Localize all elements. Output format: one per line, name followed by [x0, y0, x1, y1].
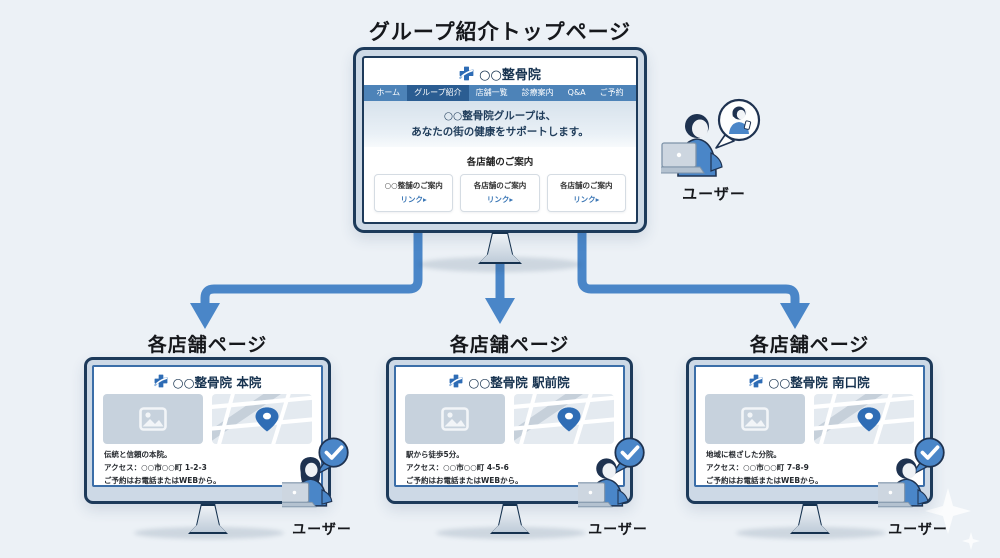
store-card-2-link[interactable]: リンク▸: [486, 195, 514, 204]
photo-placeholder: [405, 394, 505, 444]
photo-placeholder: [705, 394, 805, 444]
branch-1-monitor: ○○整骨院 本院 伝統と信頼の本院。 アクセス：○○市○○町 1-2-3 ご予約…: [84, 357, 331, 504]
branch-3-screen: ○○整骨院 南口院 地域に根ざした分院。 アクセス：○○市○○町 7-8-9 ご…: [694, 365, 925, 487]
branch-1-screen: ○○整骨院 本院 伝統と信頼の本院。 アクセス：○○市○○町 1-2-3 ご予約…: [92, 365, 323, 487]
branch-2-panels: [396, 393, 623, 444]
branch-1-panels: [94, 393, 321, 444]
nav-item-store-list[interactable]: 店舗一覧: [475, 88, 508, 97]
branch-1-site-header: ○○整骨院 本院: [94, 367, 321, 393]
page-title: グループ紹介トップページ: [368, 20, 632, 44]
branch-2-user: ユーザー: [567, 432, 658, 539]
store-card-3-title: 各店舗のご案内: [560, 181, 613, 190]
store-card-1: ○○整舗のご案内 リンク▸: [374, 174, 454, 212]
picture-icon: [441, 407, 469, 431]
branch-3-monitor-stand: [790, 504, 830, 534]
branch-3-user-label: ユーザー: [888, 522, 948, 538]
hero-line-2: あなたの街の健康をサポートします。: [411, 126, 589, 138]
clinic-logo-icon: [153, 374, 168, 388]
hero-banner: ○○整骨院グループは、 あなたの街の健康をサポートします。: [364, 101, 636, 147]
photo-placeholder: [103, 394, 203, 444]
top-monitor: ○○整骨院 ホーム グループ紹介 店舗一覧 診療案内 Q&A ご予約 ○○整骨院…: [353, 47, 647, 233]
nav-item-medical-info[interactable]: 診療案内: [521, 88, 554, 97]
branch-2-desc: 駅から徒歩5分。: [406, 450, 464, 459]
branch-2-reserve: ご予約はお電話またはWEBから。: [406, 475, 523, 485]
branch-2-info: 駅から徒歩5分。 アクセス：○○市○○町 4-5-6 ご予約はお電話またはWEB…: [396, 444, 623, 485]
picture-icon: [741, 407, 769, 431]
branch-1-heading: 各店舗ページ: [147, 334, 268, 356]
clinic-logo-icon: [449, 374, 464, 388]
top-monitor-stand: [478, 232, 522, 264]
branch-3-reserve: ご予約はお電話またはWEBから。: [706, 475, 823, 485]
branch-1-reserve: ご予約はお電話またはWEBから。: [104, 475, 221, 485]
branch-3-site-header: ○○整骨院 南口院: [696, 367, 923, 393]
clinic-logo-icon: [459, 65, 474, 81]
branch-3-site-name: ○○整骨院 南口院: [768, 374, 870, 390]
person-at-laptop-icon: [653, 98, 761, 177]
branch-3-access: アクセス：○○市○○町 7-8-9: [706, 462, 809, 472]
nav-item-home[interactable]: ホーム: [376, 88, 401, 97]
top-site-screen: ○○整骨院 ホーム グループ紹介 店舗一覧 診療案内 Q&A ご予約 ○○整骨院…: [362, 56, 638, 224]
branch-2-monitor: ○○整骨院 駅前院 駅から徒歩5分。 アクセス：○○市○○町 4-5-6 ご予約…: [386, 357, 633, 504]
branch-1-desc: 伝統と信頼の本院。: [104, 450, 172, 459]
branch-2-monitor-stand: [490, 504, 530, 534]
hero-line-1: ○○整骨院グループは、: [443, 109, 557, 122]
branch-1-site-name: ○○整骨院 本院: [172, 374, 262, 390]
branch-1-info: 伝統と信頼の本院。 アクセス：○○市○○町 1-2-3 ご予約はお電話またはWE…: [94, 444, 321, 485]
picture-icon: [139, 407, 167, 431]
branch-1-user: ユーザー: [271, 432, 362, 539]
branch-1-user-label: ユーザー: [292, 522, 352, 538]
branch-1-monitor-stand: [188, 504, 228, 534]
sparkle-decoration: [962, 532, 980, 550]
branch-2-site-header: ○○整骨院 駅前院: [396, 367, 623, 393]
branch-2-screen: ○○整骨院 駅前院 駅から徒歩5分。 アクセス：○○市○○町 4-5-6 ご予約…: [394, 365, 625, 487]
nav-item-group-intro[interactable]: グループ紹介: [407, 85, 469, 101]
branch-1-access: アクセス：○○市○○町 1-2-3: [104, 462, 207, 472]
stores-section-title: 各店舗のご案内: [466, 157, 534, 168]
store-card-3: 各店舗のご案内 リンク▸: [546, 174, 626, 212]
branch-3-heading: 各店舗ページ: [749, 334, 870, 356]
branch-2-heading: 各店舗ページ: [449, 334, 570, 356]
branch-3-panels: [696, 393, 923, 444]
branch-3-monitor: ○○整骨院 南口院 地域に根ざした分院。 アクセス：○○市○○町 7-8-9 ご…: [686, 357, 933, 504]
person-at-laptop-icon: [271, 436, 350, 509]
top-user: ユーザー: [653, 96, 768, 204]
person-at-laptop-icon: [567, 436, 646, 509]
store-card-2: 各店舗のご案内 リンク▸: [460, 174, 540, 212]
person-at-laptop-icon: [867, 436, 946, 509]
store-card-1-link[interactable]: リンク▸: [400, 195, 427, 204]
smartphone-icon: [743, 120, 752, 130]
store-card-1-title: ○○整舗のご案内: [384, 181, 443, 190]
branch-2-access: アクセス：○○市○○町 4-5-6: [406, 462, 509, 472]
store-card-3-link[interactable]: リンク▸: [573, 195, 600, 204]
store-cards-row: ○○整舗のご案内 リンク▸ 各店舗のご案内 リンク▸ 各店舗のご案内 リンク▸: [364, 168, 636, 212]
branch-3-user: ユーザー: [867, 432, 958, 539]
top-user-label: ユーザー: [682, 185, 746, 203]
store-card-2-title: 各店舗のご案内: [473, 181, 527, 190]
top-site-navbar: ホーム グループ紹介 店舗一覧 診療案内 Q&A ご予約: [364, 85, 636, 101]
phone-speech-bubble-icon: [717, 98, 761, 142]
nav-item-qa[interactable]: Q&A: [567, 88, 586, 97]
top-site-header: ○○整骨院: [364, 58, 636, 85]
nav-item-reserve[interactable]: ご予約: [599, 88, 624, 97]
branch-2-user-label: ユーザー: [588, 522, 648, 538]
branch-3-desc: 地域に根ざした分院。: [706, 450, 781, 459]
top-site-name: ○○整骨院: [479, 67, 541, 83]
branch-2-site-name: ○○整骨院 駅前院: [468, 374, 570, 390]
branch-3-info: 地域に根ざした分院。 アクセス：○○市○○町 7-8-9 ご予約はお電話またはW…: [696, 444, 923, 485]
clinic-logo-icon: [749, 374, 764, 388]
